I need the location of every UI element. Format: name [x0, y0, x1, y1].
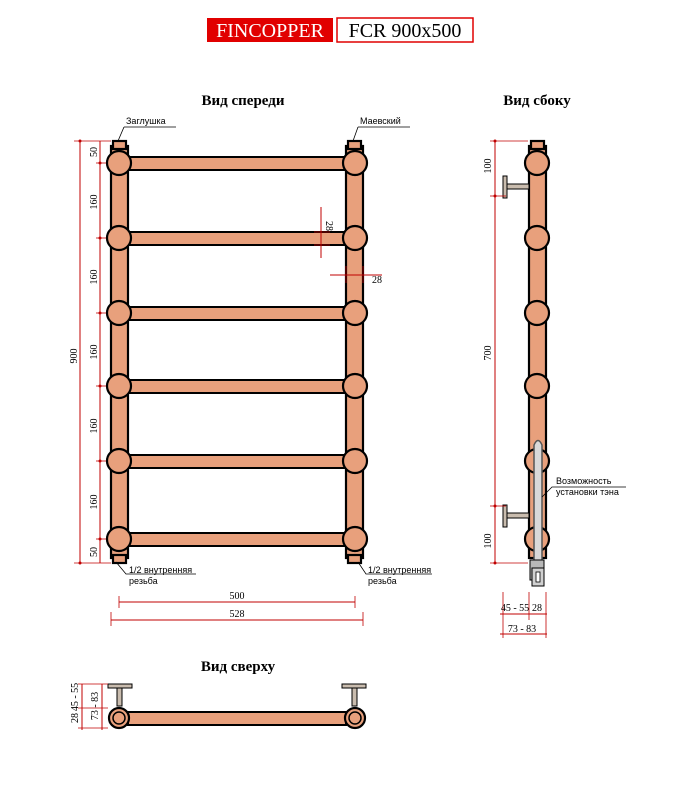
- rung: [127, 156, 347, 171]
- dim-wall-total: 73 - 83: [508, 624, 536, 635]
- dim-column-diameter: 28: [372, 275, 382, 286]
- rung: [127, 231, 347, 246]
- model-name: FCR 900x500: [349, 20, 462, 42]
- front-vertical-dims: [74, 139, 111, 565]
- brand-box: [207, 18, 333, 42]
- rung: [127, 454, 347, 469]
- thread-left-label-1: 1/2 внутренняя: [129, 565, 192, 575]
- heater-label-1: Возможность: [556, 476, 612, 486]
- model-box: [336, 17, 474, 43]
- top-wall-plate-right: [341, 683, 367, 689]
- dim-side-pipe: 28: [532, 603, 542, 614]
- top-view-title: Вид сверху: [201, 659, 276, 675]
- mayevsky-label: Маевский: [360, 116, 401, 126]
- top-column-right: [343, 706, 367, 730]
- bottom-thread-right: [346, 553, 363, 565]
- front-view-title: Вид спереди: [202, 93, 285, 109]
- wall-bracket-bottom: [502, 504, 530, 528]
- brand-name: FINCOPPER: [216, 20, 324, 42]
- top-bracket-left: [116, 687, 123, 707]
- dim-total-height: 900: [69, 349, 80, 364]
- top-rung: [127, 711, 347, 726]
- rungs: [127, 156, 347, 547]
- dim-top-margin: 50: [89, 147, 100, 157]
- dim-side-top: 100: [483, 159, 494, 174]
- top-wall-plate-left: [107, 683, 133, 689]
- header: FINCOPPER FCR 900x500: [207, 17, 474, 43]
- dim-side-bottom: 100: [483, 534, 494, 549]
- dim-bottom-margin: 50: [89, 547, 100, 557]
- plug-label: Заглушка: [126, 116, 166, 126]
- side-view-title: Вид сбоку: [503, 93, 571, 109]
- top-view: 45 - 55 28 73 - 83: [70, 683, 367, 730]
- right-column: [344, 144, 365, 560]
- wall-bracket-top: [502, 175, 530, 199]
- heater-label-2: установки тэна: [556, 487, 619, 497]
- thread-right-label-1: 1/2 внутренняя: [368, 565, 431, 575]
- dim-pitch-5: 160: [89, 495, 100, 510]
- top-column-left: [107, 706, 131, 730]
- side-view: Возможность установки тэна 100 700 100 4…: [483, 139, 626, 638]
- dim-top-wall-total: 73 - 83: [90, 692, 101, 720]
- dim-rung-diameter: 28: [323, 221, 334, 231]
- dim-wall-gap: 45 - 55: [501, 603, 529, 614]
- dim-pitch-3: 160: [89, 345, 100, 360]
- dim-total-width: 528: [230, 609, 245, 620]
- dim-pitch-1: 160: [89, 195, 100, 210]
- joints: [105, 149, 369, 553]
- thread-right-label-2: резьба: [368, 576, 397, 586]
- front-view: Заглушка Маевский 1/2 внутренняя резьба …: [69, 116, 432, 626]
- top-bracket-right: [351, 687, 358, 707]
- dim-side-mid: 700: [483, 346, 494, 361]
- dim-pitch-4: 160: [89, 419, 100, 434]
- dim-center-width: 500: [230, 591, 245, 602]
- plug-cap: [111, 139, 128, 151]
- rung: [127, 306, 347, 321]
- dim-top-wall-gap: 45 - 55: [70, 683, 81, 711]
- heater-element: [529, 439, 545, 587]
- rung: [127, 379, 347, 394]
- dim-top-pipe: 28: [70, 713, 81, 723]
- mayevsky-cap: [346, 139, 363, 151]
- thread-left-label-2: резьба: [129, 576, 158, 586]
- dim-pitch-2: 160: [89, 270, 100, 285]
- left-column: [109, 144, 130, 560]
- rung: [127, 532, 347, 547]
- side-top-cap: [529, 139, 546, 151]
- bottom-thread-left: [111, 553, 128, 565]
